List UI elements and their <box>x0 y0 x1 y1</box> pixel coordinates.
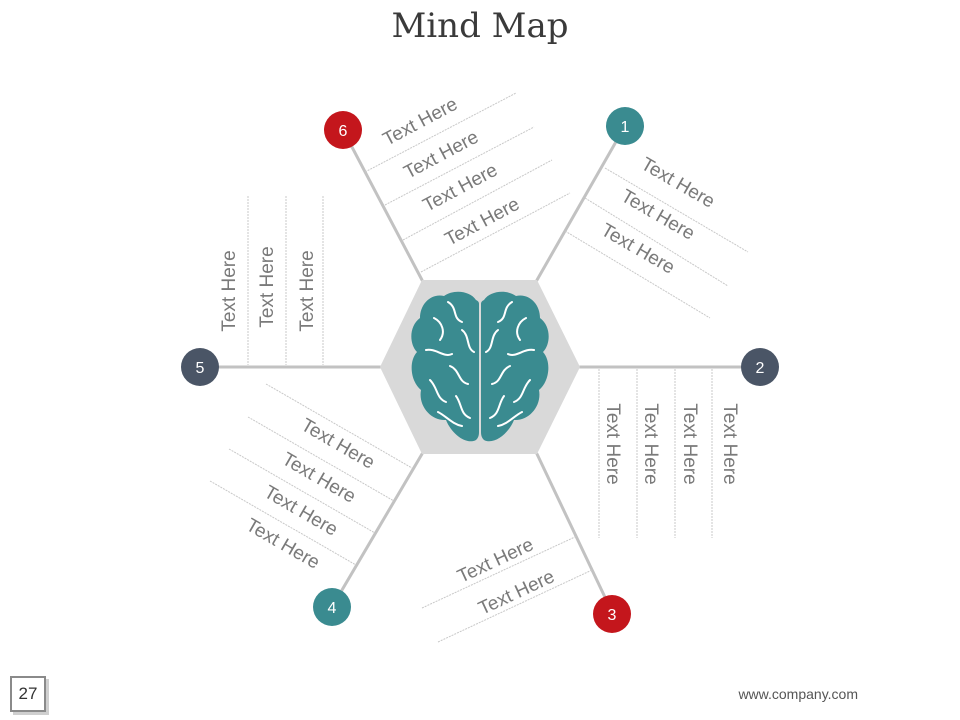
guide-line <box>265 383 413 469</box>
node-5-circle <box>181 348 219 386</box>
node-4-label: 4 <box>328 600 337 617</box>
node-2-text: Text Here <box>640 403 661 484</box>
connectors <box>198 124 762 614</box>
node-2-text: Text Here <box>602 403 623 484</box>
nodes: 1 2 3 4 5 6 <box>181 107 779 633</box>
guide-line <box>384 126 535 206</box>
guide-line <box>364 92 517 173</box>
node-5-text: Text Here <box>219 250 240 331</box>
guide-line <box>209 480 357 566</box>
node-1-circle <box>606 107 644 145</box>
brain-icon <box>411 291 549 442</box>
node-2: 2 <box>741 348 779 386</box>
node-1-label: 1 <box>621 119 630 136</box>
node-6: 6 <box>324 111 362 149</box>
node-6-label: 6 <box>339 123 348 140</box>
connector-3 <box>535 452 614 614</box>
guide-line <box>437 569 593 643</box>
guide-line <box>604 167 749 253</box>
connector-1 <box>535 124 627 282</box>
page-number: 27 <box>10 676 46 712</box>
node-4: 4 <box>313 588 351 626</box>
node-5-text: Text Here <box>257 246 278 327</box>
slide-title: Mind Map <box>391 6 569 46</box>
center-hexagon <box>380 280 580 454</box>
guide-line <box>564 230 711 319</box>
footer-url: www.company.com <box>738 686 858 702</box>
node-3-circle <box>593 595 631 633</box>
node-3-label: 3 <box>608 607 617 624</box>
node-1: 1 <box>606 107 644 145</box>
guide-line <box>584 197 729 287</box>
text-guide-lines <box>209 92 749 643</box>
guide-line <box>421 535 578 609</box>
guide-line <box>228 448 376 534</box>
node-3: 3 <box>593 595 631 633</box>
node-4-circle <box>313 588 351 626</box>
guide-line <box>402 159 553 241</box>
node-5-text: Text Here <box>297 250 318 331</box>
node-2-label: 2 <box>756 360 765 377</box>
node-2-text: Text Here <box>679 403 700 484</box>
node-6-circle <box>324 111 362 149</box>
connector-4 <box>330 452 424 609</box>
node-2-circle <box>741 348 779 386</box>
guide-line <box>247 416 395 502</box>
guide-line <box>420 192 571 273</box>
node-5-label: 5 <box>196 360 205 377</box>
node-5: 5 <box>181 348 219 386</box>
node-2-text: Text Here <box>719 403 740 484</box>
connector-6 <box>341 128 424 282</box>
